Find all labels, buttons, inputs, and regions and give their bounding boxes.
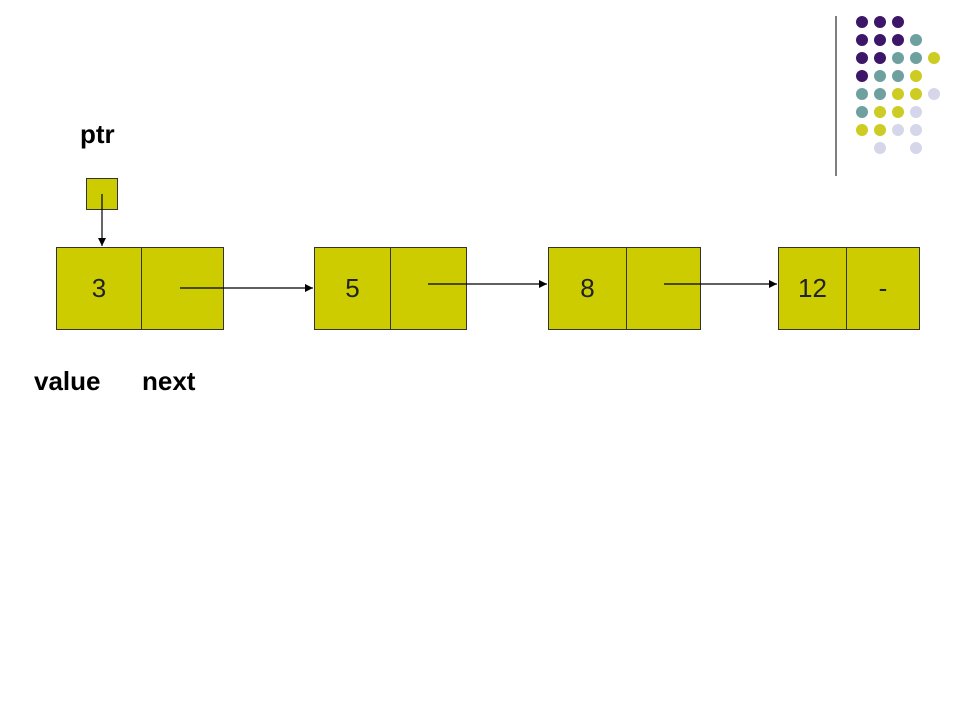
decorative-dot: [892, 70, 904, 82]
decorative-dot: [856, 16, 868, 28]
decorative-dot: [910, 106, 922, 118]
decorative-dot: [928, 88, 940, 100]
decorative-dot: [892, 34, 904, 46]
decorative-dot: [892, 52, 904, 64]
node-2-next: [390, 248, 466, 329]
node-2-value: 5: [345, 273, 360, 303]
decorative-dot: [910, 52, 922, 64]
node-1-next: [141, 248, 223, 329]
node-3-value: 8: [580, 273, 595, 303]
node-3-next: [626, 248, 700, 329]
decorative-dot: [874, 34, 886, 46]
node-1-value: 3: [91, 273, 107, 303]
decorative-dot: [856, 106, 868, 118]
decorative-dot: [892, 88, 904, 100]
decorative-dot: [928, 52, 940, 64]
decorative-dot: [910, 88, 922, 100]
decorative-dot: [856, 70, 868, 82]
decorative-dot: [910, 70, 922, 82]
decorative-dot: [892, 124, 904, 136]
value-label: value: [34, 366, 101, 396]
decorative-dot: [874, 106, 886, 118]
next-label: next: [142, 366, 196, 396]
node-2: 5: [314, 247, 467, 330]
decorative-dot: [856, 88, 868, 100]
decorative-dot: [874, 88, 886, 100]
decorative-dot: [892, 106, 904, 118]
decorative-dot: [856, 34, 868, 46]
decorative-dot: [874, 70, 886, 82]
decorative-dot: [910, 142, 922, 154]
node-4-value: 12: [798, 273, 827, 303]
decorative-dot: [892, 16, 904, 28]
ptr-label: ptr: [80, 119, 115, 149]
decorative-dot: [874, 124, 886, 136]
decorative-dot: [874, 52, 886, 64]
decorative-dot: [910, 124, 922, 136]
node-4: 12 -: [778, 247, 920, 330]
decorative-dot: [856, 52, 868, 64]
node-3: 8: [548, 247, 701, 330]
decorative-dot: [874, 142, 886, 154]
node-4-next: -: [846, 248, 919, 329]
decorative-dot: [910, 34, 922, 46]
decorative-dot: [856, 124, 868, 136]
decorative-dot: [874, 16, 886, 28]
